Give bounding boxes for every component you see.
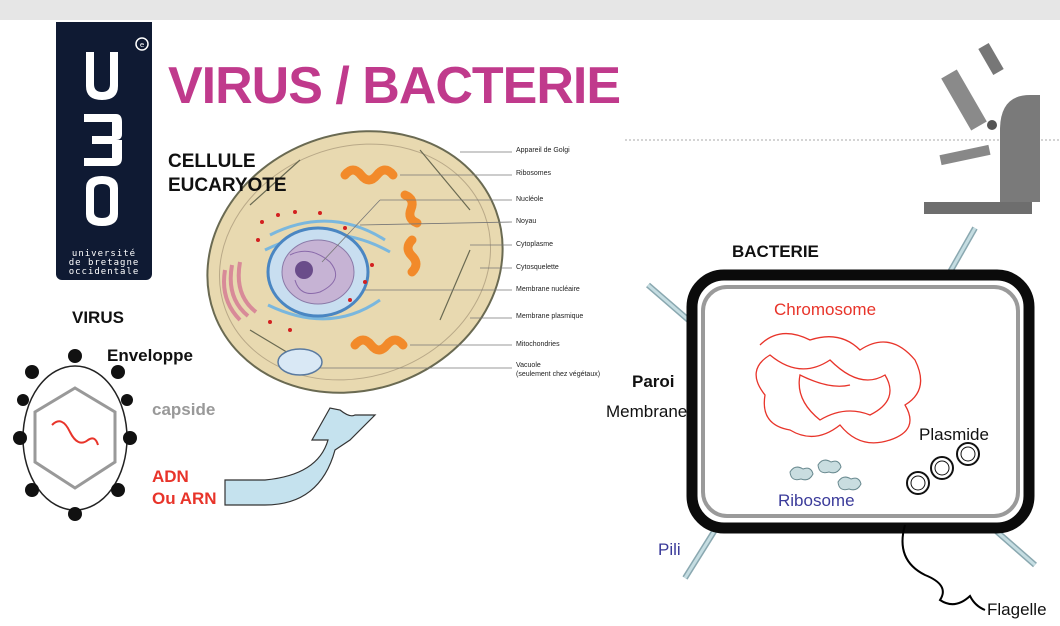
pili-label: Pili bbox=[658, 540, 681, 560]
wall-label: Paroi bbox=[632, 372, 675, 392]
virus-capsid-label: capside bbox=[152, 400, 215, 420]
cell-label-mitochondria: Mitochondries bbox=[516, 341, 560, 348]
cell-heading-line-2: EUCARYOTE bbox=[168, 174, 287, 198]
ribosome-label: Ribosome bbox=[778, 491, 855, 511]
virus-genome-line-2: Ou ARN bbox=[152, 488, 217, 510]
cell-label-cytoskeleton: Cytosquelette bbox=[516, 264, 559, 271]
membrane-label: Membrane bbox=[606, 402, 687, 422]
virus-genome-line-1: ADN bbox=[152, 466, 217, 488]
curved-arrow bbox=[225, 408, 375, 505]
flagellum-label: Flagelle bbox=[987, 600, 1047, 620]
cell-label-nuclear-membrane: Membrane nucléaire bbox=[516, 286, 580, 293]
cell-label-golgi: Appareil de Golgi bbox=[516, 147, 570, 154]
plasmid-label: Plasmide bbox=[919, 425, 989, 445]
cell-heading-line-1: CELLULE bbox=[168, 150, 287, 174]
cell-label-cytoplasm: Cytoplasme bbox=[516, 241, 553, 248]
bacteria-heading: BACTERIE bbox=[732, 242, 819, 262]
cell-label-vacuole: Vacuole bbox=[516, 362, 541, 369]
cell-label-nucleolus: Nucléole bbox=[516, 196, 543, 203]
cell-label-nucleus: Noyau bbox=[516, 218, 536, 225]
cell-label-ribosomes: Ribosomes bbox=[516, 170, 551, 177]
virus-illustration bbox=[13, 349, 137, 521]
virus-envelope-label: Enveloppe bbox=[107, 346, 193, 366]
bacterium-illustration bbox=[648, 228, 1035, 610]
chromosome-label: Chromosome bbox=[774, 300, 876, 320]
cell-label-plasma-membrane: Membrane plasmique bbox=[516, 313, 583, 320]
cell-label-vacuole-note: (seulement chez végétaux) bbox=[516, 371, 600, 378]
virus-heading: VIRUS bbox=[72, 308, 124, 328]
eukaryote-cell-illustration bbox=[170, 90, 539, 433]
microscope-icon bbox=[924, 43, 1040, 214]
